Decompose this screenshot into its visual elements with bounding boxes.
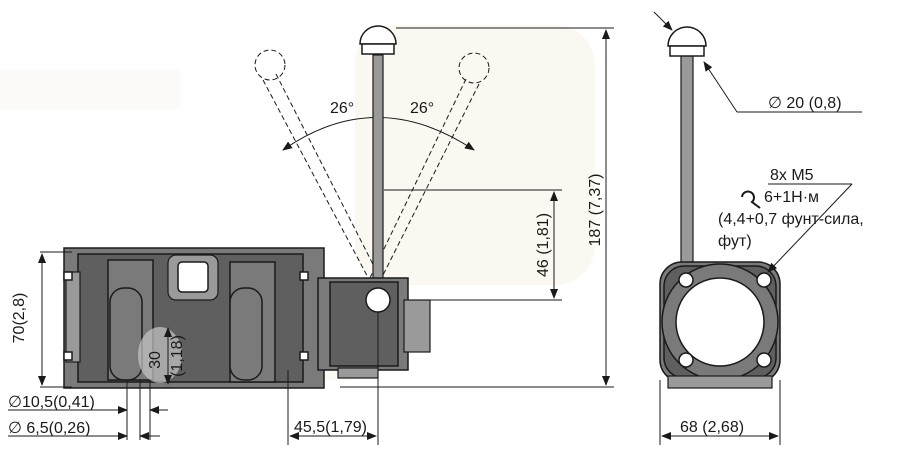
label-dia-65: ∅ 6,5(0,26): [8, 420, 90, 437]
lever-ghost-left: [254, 49, 383, 286]
label-118: (1,18): [169, 335, 186, 377]
dim-height-46: 46 (1,81): [384, 189, 562, 301]
torque-wrench-icon: [741, 190, 761, 209]
valve-side-view: [659, 26, 781, 389]
lever-ghost-right: [367, 52, 490, 286]
label-dia-105: ∅10,5(0,41): [8, 394, 95, 411]
label-angle-left: 26°: [330, 100, 354, 117]
label-torque-imperial-1: (4,4+0,7 фунт-сила,: [718, 211, 864, 228]
screw-holes: [678, 272, 772, 368]
dim-knob-dia: ∅ 20 (0,8): [653, 11, 862, 113]
dim-height-187: 187 (7,37): [340, 27, 614, 388]
note-screws: 8x M5 6+1Н·м (4,4+0,7 фунт-сила, фут): [718, 167, 864, 273]
dim-width-68: 68 (2,68): [659, 380, 781, 445]
dim-diameters: ∅10,5(0,41) ∅ 6,5(0,26): [8, 380, 168, 440]
label-70: 70(2,8): [11, 293, 28, 344]
dim-slot-30: 30 (1,18): [147, 327, 186, 385]
label-68: 68 (2,68): [680, 419, 744, 436]
label-46: 46 (1,81): [535, 213, 552, 277]
label-30: 30: [147, 351, 164, 369]
valve-front-view: [63, 25, 490, 389]
dim-height-70: 70(2,8): [11, 251, 72, 388]
label-screws: 8x M5: [770, 167, 814, 184]
dim-offset-455: 45,5(1,79): [287, 312, 379, 445]
label-knob-dia: ∅ 20 (0,8): [768, 95, 842, 112]
label-187: 187 (7,37): [587, 174, 604, 247]
label-455: 45,5(1,79): [294, 419, 367, 436]
label-torque-imperial-2: фут): [718, 233, 752, 250]
label-torque: 6+1Н·м: [764, 189, 819, 206]
label-angle-right: 26°: [410, 100, 434, 117]
